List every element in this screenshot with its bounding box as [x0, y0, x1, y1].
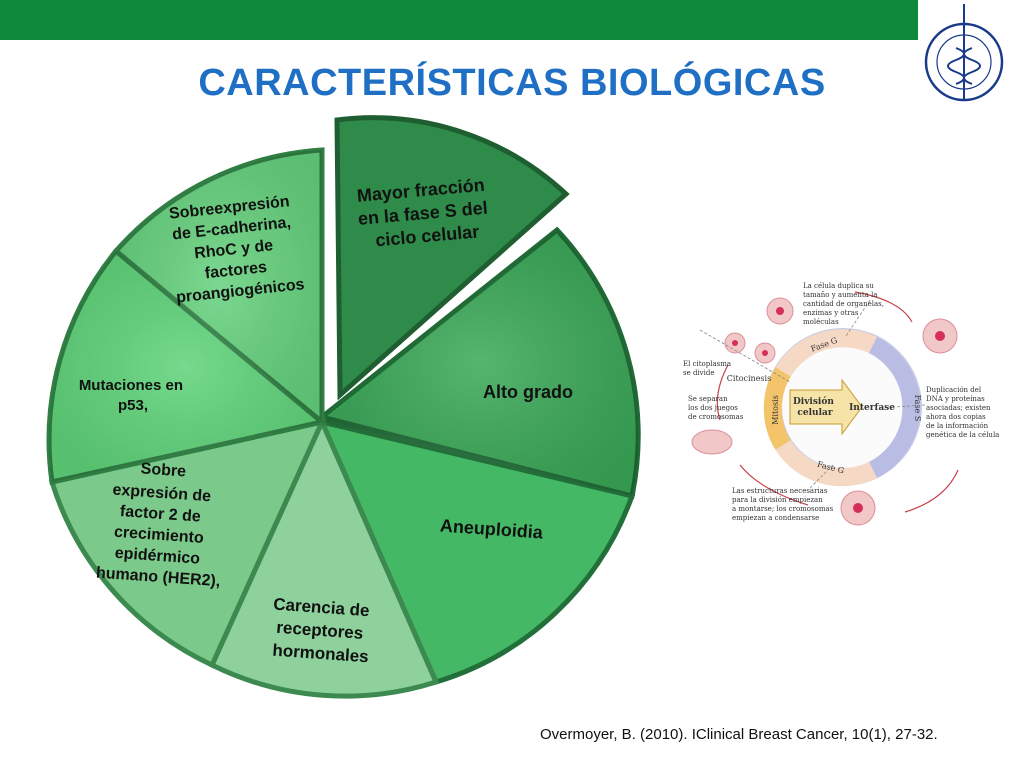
label-carencia: Carencia de receptores hormonales — [269, 595, 374, 667]
label-p53: Mutaciones en p53, — [79, 377, 187, 414]
pie-slice-carencia — [208, 415, 440, 699]
pie-slice-her2 — [48, 418, 327, 669]
phase-citocinesis: Citocinesis — [727, 374, 771, 383]
phase-mitosis: Mitosis — [771, 395, 780, 425]
cell-images — [691, 297, 958, 526]
institution-logo — [918, 0, 1024, 110]
pie-slice-mayor-fraccion — [334, 115, 570, 401]
note-top: La célula duplica su tamaño y aumenta la… — [803, 282, 886, 326]
note-left-top: El citoplasma se divide — [683, 360, 733, 377]
note-bottom: Las estructuras necesarias para la divis… — [732, 487, 835, 522]
cell-cycle-diagram: División celular Interfase Fase G Fase S… — [683, 278, 1005, 530]
page-title: CARACTERÍSTICAS BIOLÓGICAS — [198, 62, 826, 104]
label-alto-grado: Alto grado — [483, 382, 573, 402]
note-left-mid: Se separan los dos juegos de cromosomas — [688, 395, 744, 421]
header-bar — [0, 0, 1024, 40]
phase-interfase: Interfase — [849, 403, 895, 413]
cell-cycle-center: División celular — [793, 396, 837, 418]
label-mayor-fraccion: Mayor fracción en la fase S del ciclo ce… — [355, 174, 495, 252]
pie-slice-aneuploidia — [317, 418, 636, 686]
phase-s: Fase S — [913, 395, 922, 422]
citation: Overmoyer, B. (2010). IClinical Breast C… — [540, 726, 938, 743]
note-right: Duplicación del DNA y proteínas asociada… — [926, 386, 999, 439]
pie-chart — [46, 115, 641, 699]
